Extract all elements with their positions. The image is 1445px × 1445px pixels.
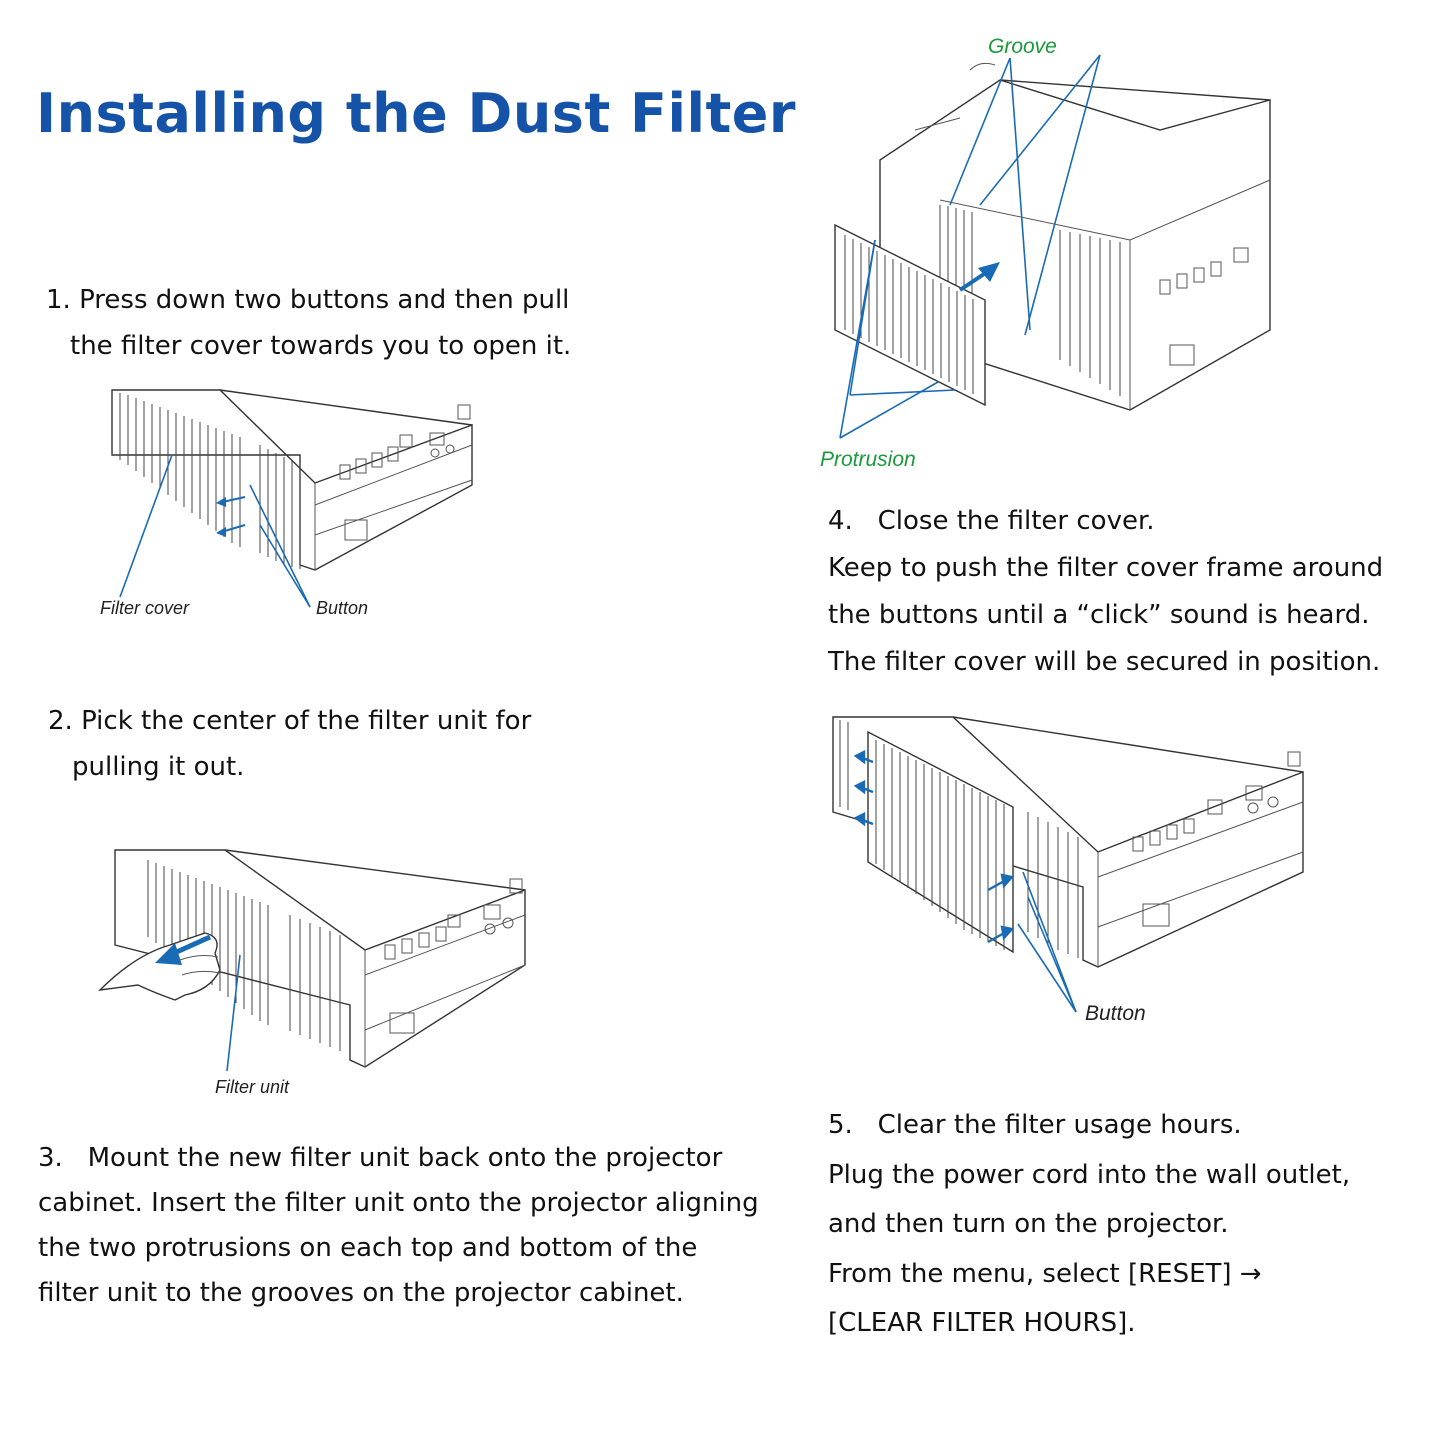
- step-text: Mount the new filter unit back onto the …: [87, 1143, 723, 1173]
- step-number: 1.: [46, 285, 71, 315]
- step-number: 3.: [38, 1143, 63, 1173]
- step-text: pulling it out.: [72, 752, 245, 782]
- step-text: Clear the filter usage hours.: [877, 1110, 1242, 1140]
- step-4: 4. Close the filter cover. Keep to push …: [828, 498, 1383, 686]
- step-text: filter unit to the grooves on the projec…: [38, 1278, 684, 1308]
- callout-groove: Groove: [988, 35, 1057, 58]
- step-text: Close the filter cover.: [877, 506, 1155, 536]
- callout-filter-unit: Filter unit: [215, 1077, 290, 1097]
- step-text: Keep to push the filter cover frame arou…: [828, 553, 1384, 583]
- projector-filter-cover-illustration: Filter cover Button: [100, 389, 473, 618]
- step-text: Pick the center of the filter unit for: [81, 706, 532, 736]
- step-number: 4.: [828, 506, 853, 536]
- page-title: Installing the Dust Filter: [36, 82, 797, 145]
- step-text: From the menu, select [RESET] →: [828, 1258, 1262, 1289]
- projector-filter-insertion-illustration: Groove Protrusion: [820, 35, 1271, 471]
- step-text: [CLEAR FILTER HOURS].: [828, 1308, 1136, 1338]
- step-1: 1. Press down two buttons and then pull …: [46, 277, 571, 369]
- step-text: and then turn on the projector.: [828, 1209, 1229, 1239]
- step-text: The filter cover will be secured in posi…: [828, 647, 1381, 677]
- step-text: the two protrusions on each top and bott…: [38, 1233, 698, 1263]
- callout-button: Button: [316, 598, 368, 618]
- callout-protrusion: Protrusion: [820, 448, 916, 471]
- projector-filter-cover-closing-illustration: Button: [832, 716, 1304, 1025]
- step-number: 5.: [828, 1110, 853, 1140]
- step-2: 2. Pick the center of the filter unit fo…: [48, 698, 531, 790]
- callout-button: Button: [1085, 1002, 1146, 1025]
- callout-filter-cover: Filter cover: [100, 598, 190, 618]
- step-text: the filter cover towards you to open it.: [70, 331, 572, 361]
- step-5: 5. Clear the filter usage hours. Plug th…: [828, 1101, 1350, 1349]
- step-number: 2.: [48, 706, 73, 736]
- step-text: the buttons until a “click” sound is hea…: [828, 600, 1370, 630]
- projector-filter-unit-removal-illustration: Filter unit: [98, 849, 526, 1097]
- step-text: Plug the power cord into the wall outlet…: [828, 1159, 1351, 1190]
- step-text: cabinet. Insert the filter unit onto the…: [38, 1188, 759, 1218]
- step-3: 3. Mount the new filter unit back onto t…: [38, 1136, 759, 1316]
- step-text: Press down two buttons and then pull: [79, 285, 570, 315]
